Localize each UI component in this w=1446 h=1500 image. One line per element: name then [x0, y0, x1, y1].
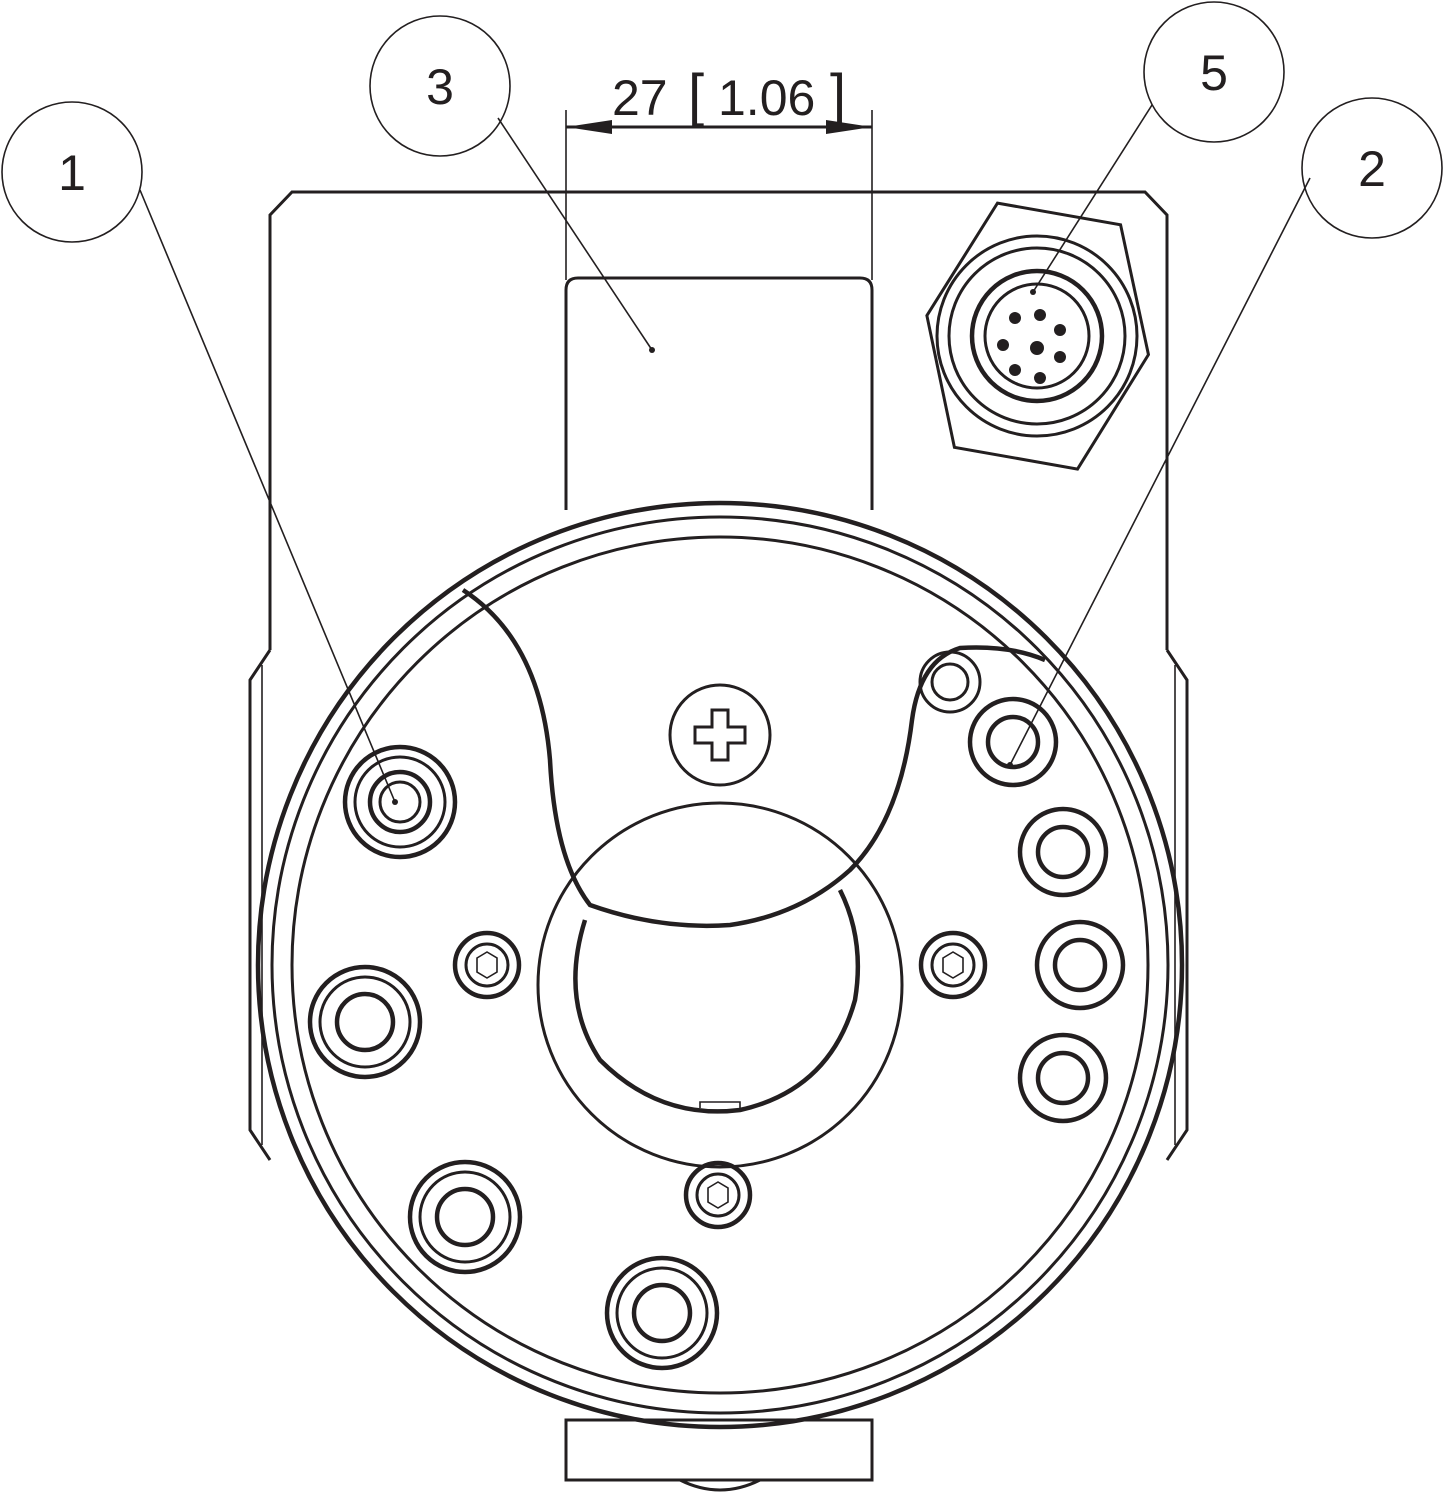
svg-text:1: 1: [58, 145, 86, 201]
callout-3: 3: [369, 15, 511, 157]
fitting: [604, 1255, 720, 1371]
svg-text:3: 3: [426, 59, 454, 115]
cam-plate: [461, 588, 1046, 929]
connector-5: [925, 201, 1151, 471]
top-block: [564, 276, 874, 510]
fitting-2: [967, 696, 1059, 788]
dimension-value: 27: [612, 70, 668, 126]
phillips-screw-icon: [668, 683, 772, 787]
hex-screw-left-icon: [452, 930, 522, 1000]
bottom-tab: [564, 1418, 874, 1482]
fitting: [1017, 1032, 1109, 1124]
hex-screw-bottom-icon: [683, 1160, 753, 1230]
fitting: [407, 1159, 523, 1275]
dimension-inch-value: 1.06: [718, 70, 815, 126]
fitting: [1017, 806, 1109, 898]
svg-text:5: 5: [1200, 45, 1228, 101]
callout-2: 2: [1301, 97, 1443, 239]
main-disc: [255, 500, 1185, 1430]
dimension-27mm: 27 [ 1.06 ]: [565, 63, 873, 280]
leader-lines: [139, 104, 1311, 805]
fitting-1: [342, 744, 458, 860]
svg-text:2: 2: [1358, 141, 1386, 197]
callout-1: 1: [1, 101, 143, 243]
dimension-bracket-close: ]: [830, 63, 846, 128]
hex-screw-right-icon: [918, 930, 988, 1000]
fitting: [1034, 919, 1126, 1011]
callout-5: 5: [1143, 1, 1285, 143]
housing-outline: [248, 190, 1189, 1492]
dimension-bracket-open: [: [688, 63, 704, 128]
fitting: [307, 964, 423, 1080]
